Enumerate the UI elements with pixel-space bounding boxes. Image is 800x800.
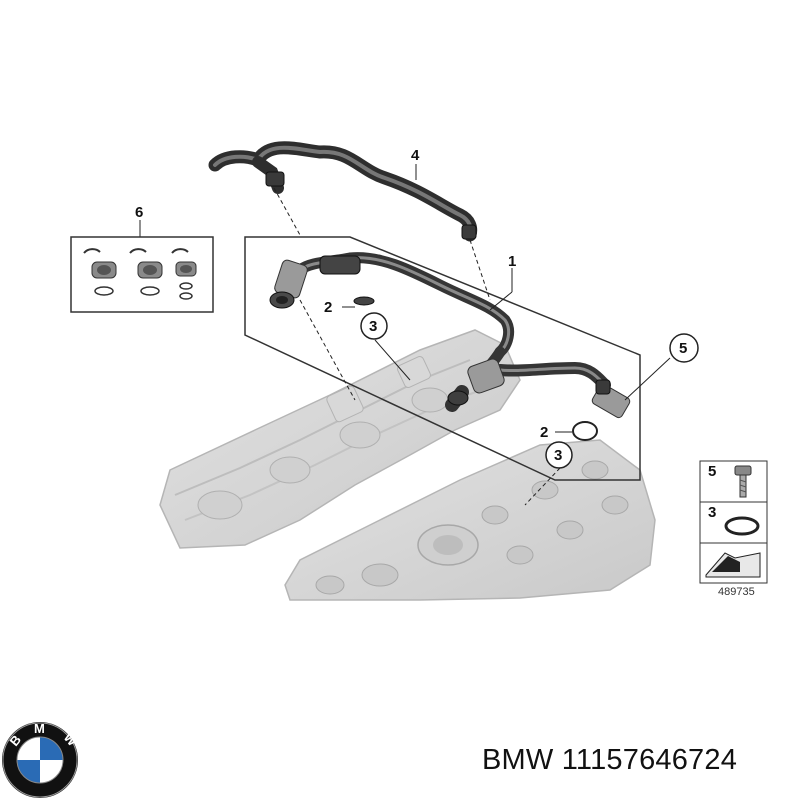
svg-text:M: M (34, 721, 45, 736)
callout-4: 4 (411, 147, 420, 164)
legend-num-5: 5 (708, 463, 716, 480)
callout-2-upper: 2 (324, 299, 332, 316)
part-number-label: BMW 11157646724 (482, 744, 738, 776)
callout-2-lower: 2 (540, 424, 548, 441)
clamp-kit-box (70, 236, 214, 313)
bmw-logo: B M W (2, 721, 81, 798)
clamp-icon (171, 248, 197, 300)
seal-ring-upper (353, 296, 375, 306)
breather-hose-upper (208, 141, 478, 242)
assembly-frame (244, 236, 641, 481)
svg-text:3: 3 (369, 318, 377, 335)
callout-1: 1 (508, 253, 516, 270)
clamp-icon (83, 248, 117, 296)
legend-panel: 5 3 489735 (699, 460, 768, 598)
bolt-icon (734, 465, 752, 498)
svg-text:2: 2 (324, 299, 332, 316)
svg-text:1: 1 (508, 253, 516, 270)
callout-6: 6 (135, 204, 143, 221)
diagram-number: 489735 (718, 586, 755, 598)
svg-text:4: 4 (411, 147, 420, 164)
callout-5: 5 (669, 333, 699, 363)
clamp-icon (129, 248, 163, 296)
callout-3-lower: 3 (545, 441, 573, 469)
intake-manifold (159, 329, 521, 549)
arrow-icon (705, 552, 761, 578)
svg-text:2: 2 (540, 424, 548, 441)
svg-text:3: 3 (554, 447, 562, 464)
callout-3-upper: 3 (360, 312, 388, 340)
breather-pipe-assembly (269, 252, 631, 419)
svg-text:5: 5 (679, 340, 687, 357)
svg-text:6: 6 (135, 204, 143, 221)
legend-num-3: 3 (708, 504, 716, 521)
seal-ring-lower (572, 421, 598, 441)
o-ring-icon (724, 516, 760, 536)
leader-lines (139, 164, 671, 506)
